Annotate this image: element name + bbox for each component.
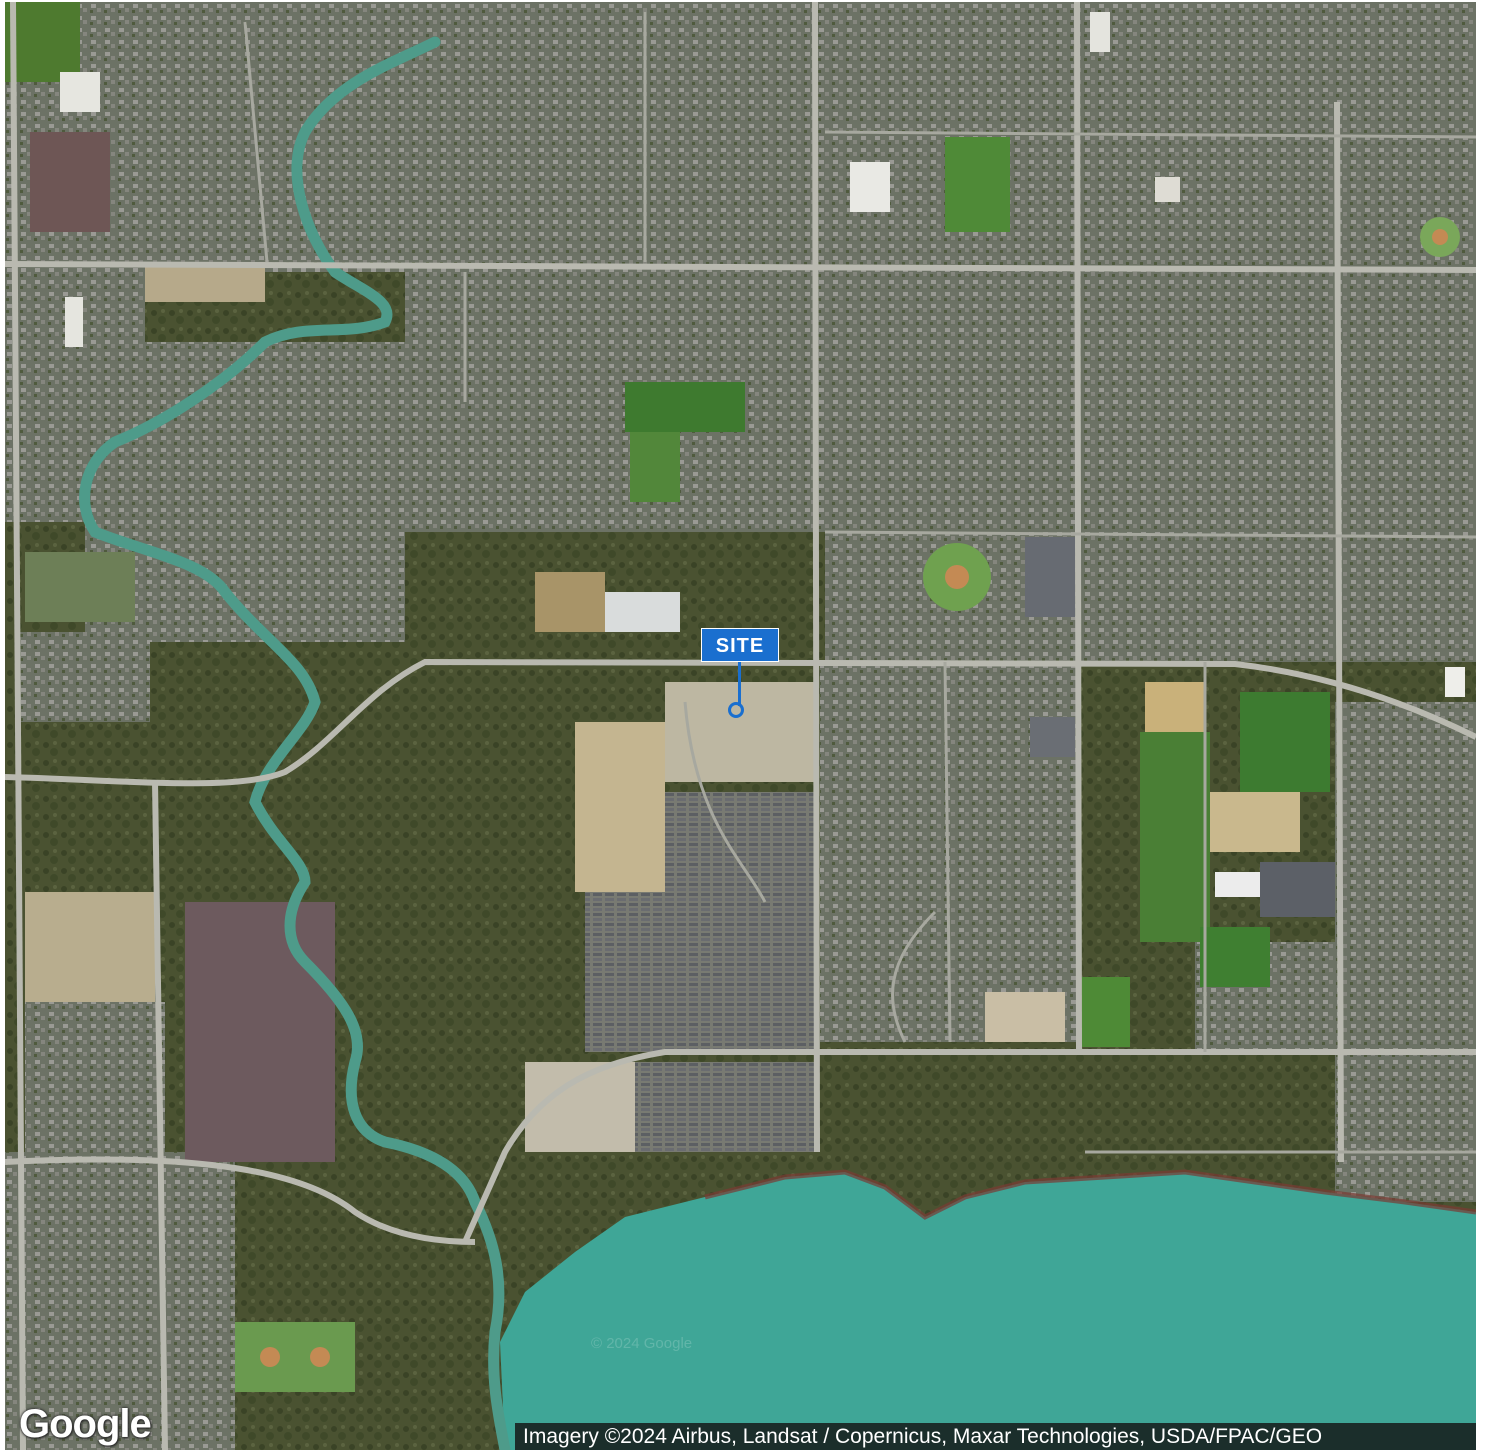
site-location-pin-icon[interactable] (728, 702, 744, 718)
map-view[interactable]: © 2024 Google SITE Google Imagery ©2024 … (5, 2, 1476, 1450)
satellite-imagery (5, 2, 1476, 1450)
imagery-attribution: Imagery ©2024 Airbus, Landsat / Copernic… (515, 1423, 1476, 1450)
site-marker-stem (738, 662, 741, 706)
site-marker-label[interactable]: SITE (701, 628, 779, 662)
map-watermark: © 2024 Google (591, 1335, 693, 1352)
google-logo: Google (19, 1402, 152, 1446)
